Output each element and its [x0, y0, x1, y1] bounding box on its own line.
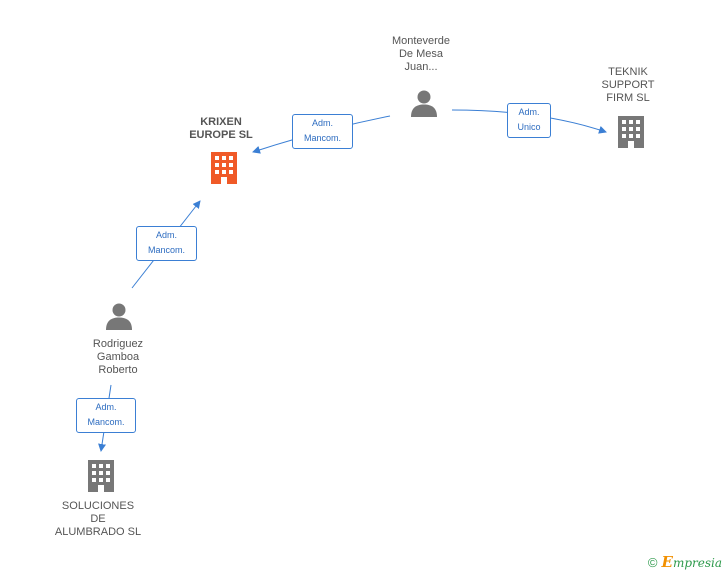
building-icon-main[interactable]	[207, 150, 241, 186]
node-label-soluciones: SOLUCIONES DE ALUMBRADO SL	[54, 500, 142, 538]
node-label-rodriguez: Rodriguez Gamboa Roberto	[92, 338, 144, 376]
brand-name: mpresia	[672, 556, 722, 570]
brand-logo: ©Empresia	[648, 553, 722, 571]
edge-label-monteverde-teknik[interactable]: Adm. Unico	[507, 103, 551, 138]
node-label-teknik: TEKNIK SUPPORT FIRM SL	[601, 66, 655, 104]
edge-label-monteverde-krixen[interactable]: Adm. Mancom.	[292, 114, 353, 149]
person-icon[interactable]	[409, 88, 439, 118]
node-label-krixen: KRIXEN EUROPE SL	[189, 116, 253, 141]
brand-initial: E	[661, 553, 673, 571]
building-icon[interactable]	[614, 114, 648, 150]
person-icon[interactable]	[104, 301, 134, 331]
copyright-symbol: ©	[647, 555, 658, 570]
edge-label-rodriguez-soluciones[interactable]: Adm. Mancom.	[76, 398, 136, 433]
building-icon[interactable]	[84, 458, 118, 494]
node-label-monteverde: Monteverde De Mesa Juan...	[391, 35, 451, 73]
edge-label-rodriguez-krixen[interactable]: Adm. Mancom.	[136, 226, 197, 261]
